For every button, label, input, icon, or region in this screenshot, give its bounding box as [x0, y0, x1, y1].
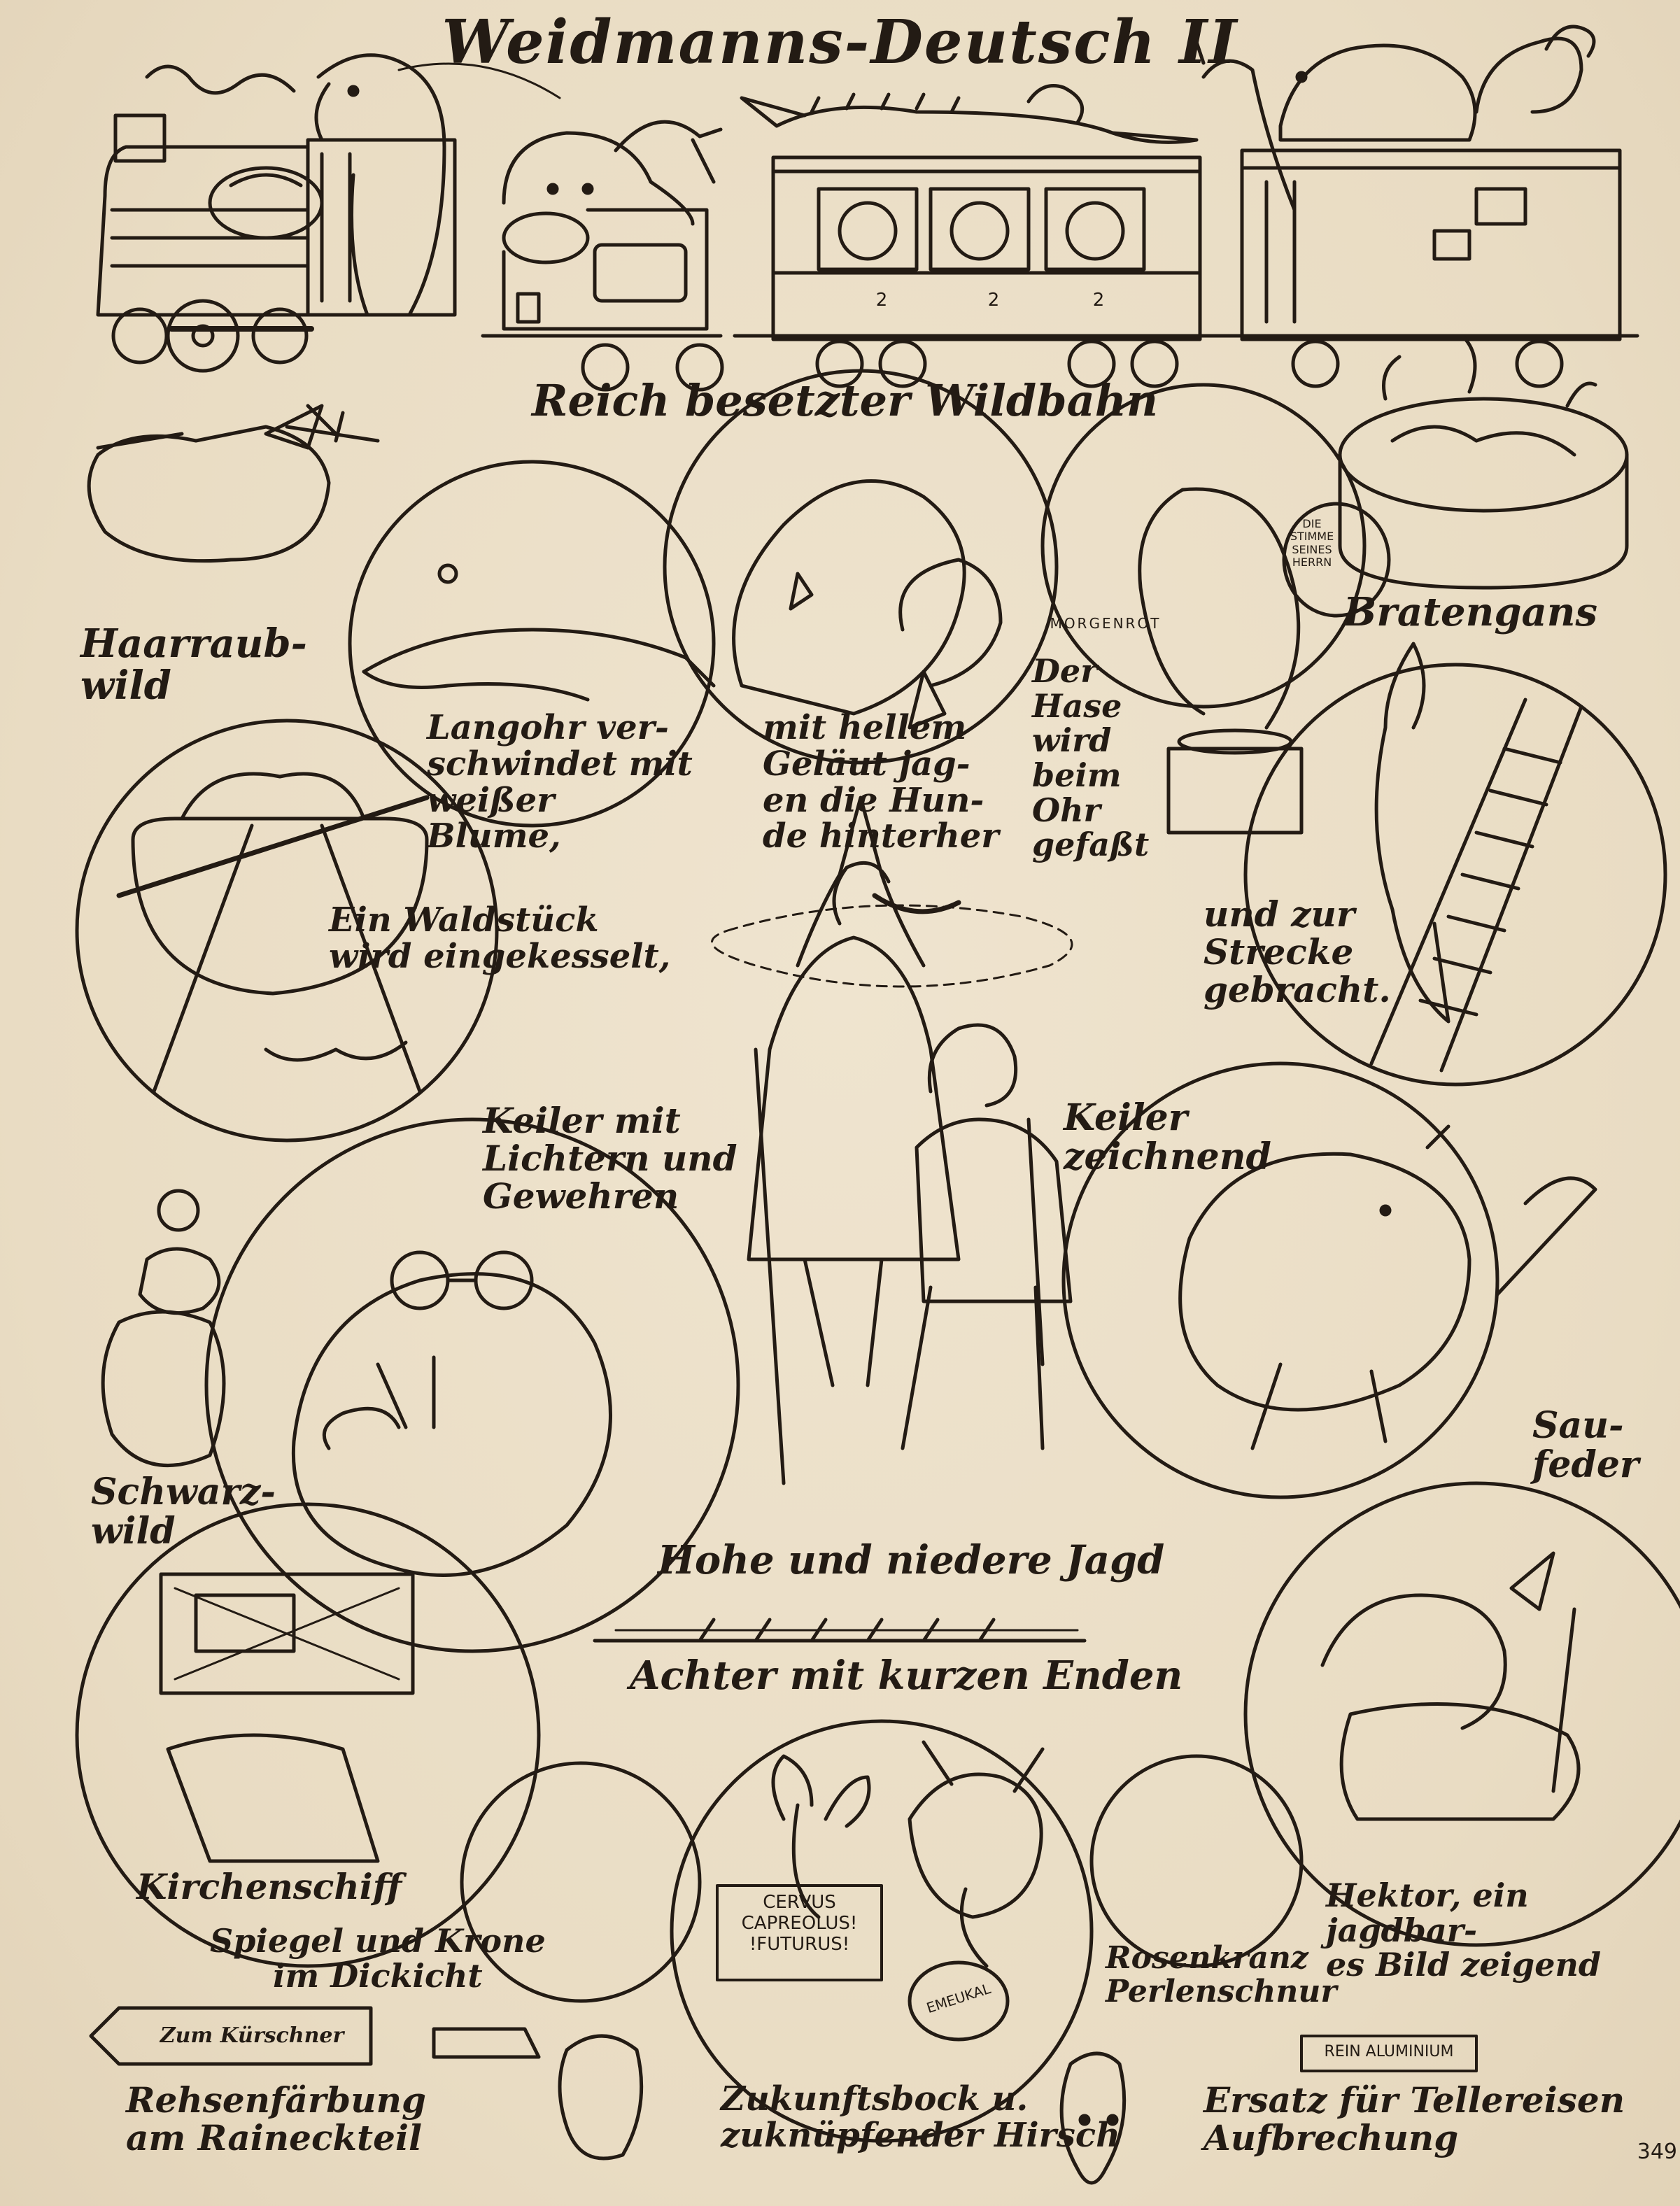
hound-with-bell: [732, 479, 1003, 730]
hare-circle: [348, 460, 716, 828]
roe-deer-illustration: [771, 1754, 871, 1919]
caption-spiegel-krone: Spiegel und Krone im Dickicht: [210, 1922, 546, 1995]
hunting-knife-illustration: [432, 2027, 644, 2161]
hippo-wagon: [481, 120, 724, 392]
caption-kirchenschiff: Kirchenschiff: [136, 1866, 402, 1907]
caption-reich-besetzter-wildbahn: Reich besetzter Wildbahn: [532, 375, 1158, 426]
hektor-circle: [1243, 1481, 1680, 1947]
caption-gelaeut: mit hellem Geläut jag- en die Hun- de hi…: [763, 708, 999, 856]
gramophone-illustration: [1138, 487, 1391, 835]
caption-schwarzwild: Schwarz- wild: [91, 1471, 276, 1553]
wagon-number-1: 2: [875, 290, 888, 311]
wagon-number-2: 2: [987, 290, 1000, 311]
caption-langohr: Langohr ver- schwindet mit weißer Blume,: [427, 708, 693, 856]
crocodile-illustration: [740, 84, 1199, 144]
kuerschner-hand-sign: [89, 2006, 373, 2066]
hounds-circle: [663, 369, 1059, 765]
cervus-sign-board: [716, 1884, 883, 1981]
ox-illustration: [908, 1740, 1045, 1968]
bear-illustration: [1278, 43, 1477, 142]
deer-circle: [670, 1719, 1094, 2143]
caption-hektor: Hektor, ein jagdbar- es Bild zeigend: [1326, 1876, 1602, 1984]
boar-circle: [204, 1117, 740, 1653]
gramophone-label: DIE STIMME SEINES HERRN: [1290, 517, 1334, 570]
boar-sketch-circle: [1061, 1061, 1499, 1499]
rein-aluminium-label: REIN ALUMINIUM: [1324, 2043, 1454, 2060]
caption-rosenkranz: Rosenkranz Perlenschnur: [1106, 1940, 1337, 2009]
railway-hare-illustration: [1369, 642, 1583, 1073]
elephant-illustration: [145, 53, 561, 317]
caption-saufeder: Sau- feder: [1532, 1404, 1639, 1487]
wagon-number-3: 2: [1092, 290, 1105, 311]
gramophone-circle: [1040, 383, 1367, 709]
kirchenschiff-circle: [75, 1502, 541, 1968]
caption-hohe-niedere-jagd: Hohe und niedere Jagd: [658, 1537, 1165, 1583]
morgenrot-label: MORGENROT: [1050, 615, 1162, 632]
deer-face-illustration: [1059, 2051, 1127, 2185]
page-number: 349: [1637, 2140, 1677, 2164]
hare-illustration: [362, 563, 716, 702]
kirchenschiff-illustration: [159, 1572, 415, 1863]
kuerschner-label: Zum Kürschner: [160, 2023, 344, 2048]
cervus-sign: CERVUS CAPREOLUS! !FUTURUS!: [741, 1892, 858, 1955]
emeukal-bag: [908, 1960, 1010, 2042]
caption-ersatz: Ersatz für Tellereisen Aufbrechung: [1203, 2079, 1625, 2158]
page-title: Weidmanns-Deutsch II: [442, 7, 1238, 78]
kangaroo-illustration: [1474, 24, 1596, 114]
cauldron-circle: [75, 719, 499, 1143]
caption-hase-gefasst: Der Hase wird beim Ohr gefaßt: [1032, 652, 1150, 864]
railway-circle: [1243, 663, 1667, 1087]
roasting-pot-illustration: [1338, 334, 1629, 590]
caption-keiler-zeichnend: Keiler zeichnend: [1064, 1096, 1271, 1179]
caption-achter-kurzen-enden: Achter mit kurzen Enden: [630, 1653, 1183, 1699]
rein-aluminium-plate: [1300, 2035, 1478, 2072]
cauldron-illustration: [116, 772, 430, 1094]
hunters-illustration: [711, 796, 1073, 1485]
boar-sketch-illustration: [1178, 1124, 1597, 1450]
caption-waldstueck: Ein Waldstück wird eingekesselt,: [329, 900, 671, 976]
spectacled-boar-illustration: [291, 1250, 612, 1577]
caption-haarraubwild: Haarraub- wild: [80, 621, 307, 709]
short-ended-antlers: [593, 1618, 1087, 1643]
rosenkranz-circle: [1089, 1754, 1304, 1968]
caption-zur-strecke: und zur Strecke gebracht.: [1203, 893, 1391, 1010]
caption-keiler-lichtern: Keiler mit Lichtern und Gewehren: [483, 1100, 737, 1217]
freight-wagon: [1194, 36, 1639, 388]
locomotive: [96, 113, 457, 373]
caption-bratengans: Bratengans: [1343, 589, 1598, 635]
passenger-carriage: [733, 155, 1248, 388]
spiegel-circle: [460, 1761, 702, 2003]
caption-zukunftsbock: Zukunftsbock u. zuknüpfender Hirsch: [721, 2079, 1120, 2155]
train-illustration: [96, 24, 1639, 392]
haarraubwild-illustration: [87, 404, 380, 563]
hektor-dog-illustration: [1320, 1551, 1581, 1821]
caption-rehsenfaerbung: Rehsenfärbung am Raineckteil: [126, 2079, 426, 2158]
bindle-piglet-illustration: [101, 1189, 226, 1468]
